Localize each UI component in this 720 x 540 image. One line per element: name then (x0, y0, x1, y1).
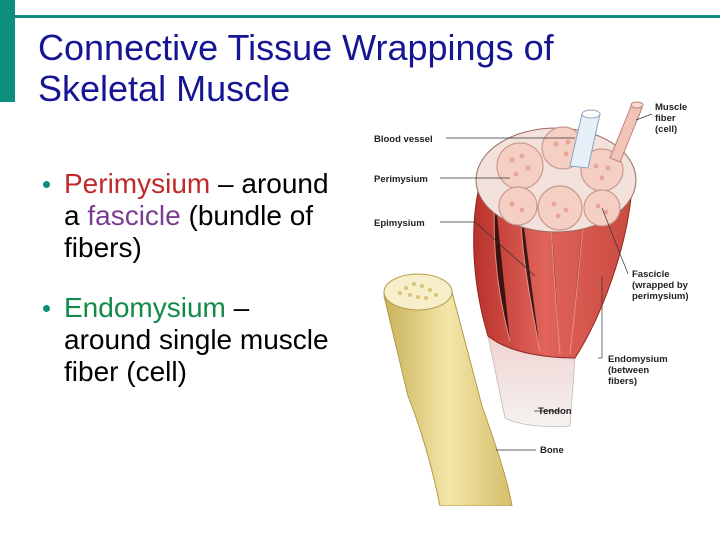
muscle-diagram: Blood vessel Perimysium Epimysium Muscle… (370, 96, 720, 506)
bullet-endomysium: Endomysium – around single muscle fiber … (40, 292, 330, 388)
slide-title: Connective Tissue Wrappings of Skeletal … (38, 27, 678, 109)
term-endomysium: Endomysium (64, 292, 226, 323)
term-fascicle: fascicle (87, 200, 181, 231)
endomysium-text: – around single muscle fiber (cell) (64, 292, 329, 387)
label-epimysium: Epimysium (374, 218, 425, 229)
perimysium-text-1: – around a (64, 168, 329, 231)
label-tendon: Tendon (538, 406, 572, 417)
bullet-dot-icon (43, 305, 50, 312)
label-perimysium: Perimysium (374, 174, 428, 185)
bone-shape (383, 273, 513, 506)
bullet-list: Perimysium – around a fascicle (bundle o… (40, 168, 330, 416)
label-blood-vessel: Blood vessel (374, 134, 433, 145)
label-muscle-fiber: Muscle fiber (cell) (655, 102, 690, 135)
accent-bar (0, 0, 15, 102)
bullet-dot-icon (43, 181, 50, 188)
perimysium-text-2: (bundle of fibers) (64, 200, 314, 263)
muscle-fiber-shape (609, 101, 644, 163)
title-line-1: Connective Tissue Wrappings of (38, 27, 554, 68)
accent-line (15, 15, 720, 18)
label-bone: Bone (540, 445, 564, 456)
term-perimysium: Perimysium (64, 168, 211, 199)
bullet-perimysium: Perimysium – around a fascicle (bundle o… (40, 168, 330, 264)
label-endomysium: Endomysium (between fibers) (608, 354, 670, 387)
title-line-2: Skeletal Muscle (38, 68, 291, 109)
blood-vessel-shape (569, 109, 601, 169)
label-fascicle: Fascicle (wrapped by perimysium) (632, 269, 691, 302)
